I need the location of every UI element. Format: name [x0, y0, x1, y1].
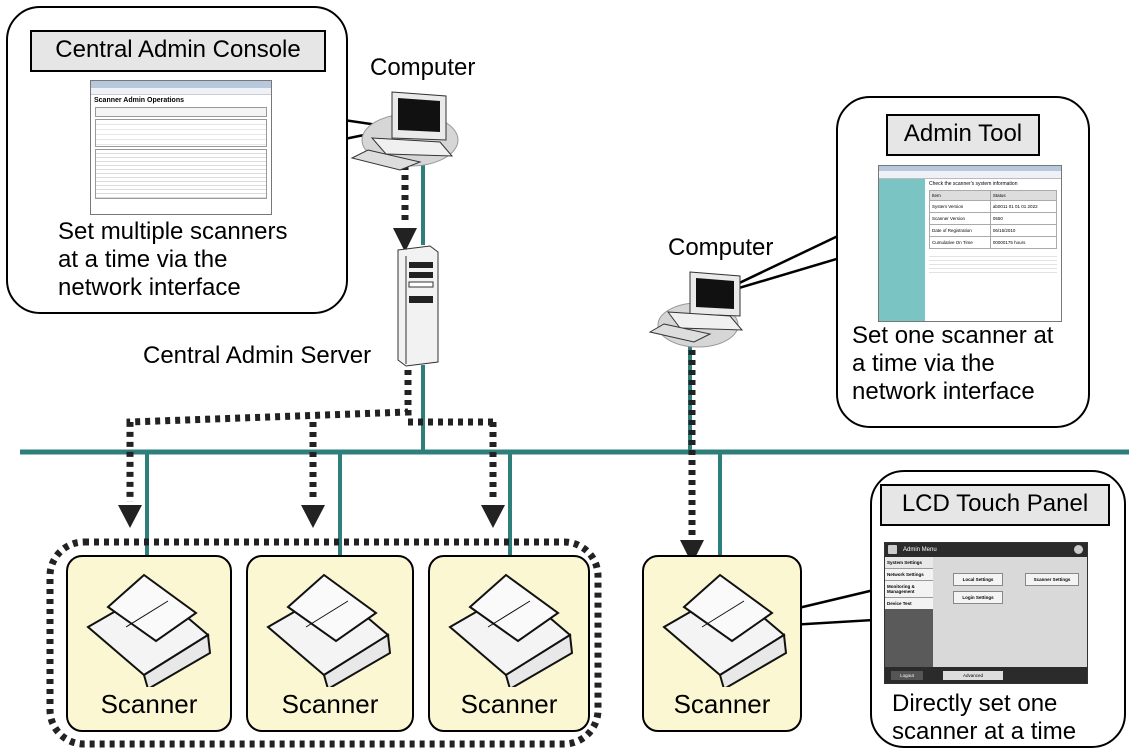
computer-right-label: Computer	[668, 234, 774, 261]
table-cell: ab0011 01 01 01 2022	[989, 200, 1058, 213]
lcd-button[interactable]: Login Settings	[953, 591, 1003, 604]
table-header: Item	[929, 190, 991, 201]
computer-left-label: Computer	[370, 54, 476, 81]
central-admin-server-label: Central Admin Server	[143, 342, 372, 369]
scanner-group-border	[46, 538, 602, 748]
scanner-icon	[266, 573, 392, 687]
table-cell: Cumulative On Time	[929, 236, 991, 249]
arrowhead-scanner-4	[680, 540, 704, 564]
lcd-home-icon	[888, 545, 897, 554]
caption-line: at a time via the	[58, 246, 228, 273]
lcd-side-item[interactable]: Device Test	[885, 598, 933, 609]
scanner-card: Scanner	[246, 555, 414, 732]
scanner-label: Scanner	[673, 689, 771, 719]
scanner-icon	[86, 573, 212, 687]
caption-line: network interface	[852, 378, 1035, 405]
lcd-advanced-button[interactable]: Advanced	[943, 671, 1003, 680]
arrow-server-to-scanners	[126, 360, 412, 502]
scanner-label: Scanner	[460, 689, 558, 719]
lcd-side-item[interactable]: Monitoring & Management	[885, 581, 933, 598]
arrowhead-server	[393, 228, 417, 252]
arrowhead-scanner-1	[118, 505, 142, 528]
lcd-logout-button[interactable]: Logout	[891, 671, 923, 680]
table-cell: 00000175 hours	[989, 236, 1058, 249]
central-console-screenshot: Scanner Admin Operations	[90, 80, 272, 215]
lcd-help-icon	[1074, 545, 1083, 554]
table-cell: 06/15/2010	[989, 224, 1058, 237]
central-console-caption: Set multiple scanners at a time via the …	[58, 218, 287, 302]
admin-tool-title: Admin Tool	[886, 114, 1040, 156]
scanner-card: Scanner	[642, 555, 802, 732]
caption-line: Directly set one	[892, 690, 1058, 717]
lcd-panel-title: LCD Touch Panel	[880, 484, 1110, 526]
caption-line: Set one scanner at	[852, 322, 1054, 349]
console-screen-heading: Scanner Admin Operations	[94, 97, 184, 104]
table-cell: Date of Registration	[929, 224, 991, 237]
lcd-side-item[interactable]: System Settings	[885, 557, 933, 569]
caption-line: network interface	[58, 274, 241, 301]
lcd-button[interactable]: Scanner Settings	[1025, 573, 1079, 586]
table-cell: System Version	[929, 200, 991, 213]
arrowhead-scanner-2	[301, 505, 325, 528]
scanner-card: Scanner	[428, 555, 590, 732]
admin-tool-screen-heading: Check the scanner's system information	[929, 181, 1018, 187]
lcd-side-item[interactable]: Network Settings	[885, 569, 933, 581]
caption-line: a time via the	[852, 350, 995, 377]
lcd-menu-title: Admin Menu	[903, 547, 937, 553]
lcd-header-bar: Admin Menu	[885, 543, 1087, 557]
table-cell: 0550	[989, 212, 1058, 225]
scanner-icon	[662, 573, 788, 687]
caption-line: scanner at a time	[892, 718, 1077, 745]
table-header: Status	[989, 190, 1058, 201]
caption-line: Set multiple scanners	[58, 218, 288, 245]
scanner-card: Scanner	[66, 555, 232, 732]
admin-tool-caption: Set one scanner at a time via the networ…	[852, 322, 1053, 406]
scanner-icon	[448, 573, 574, 687]
lcd-panel-screenshot: Admin Menu System Settings Network Setti…	[884, 542, 1088, 684]
lcd-sidebar: System Settings Network Settings Monitor…	[885, 557, 933, 667]
admin-tool-screenshot: Check the scanner's system information I…	[878, 165, 1062, 322]
admin-tool-sidebar	[879, 179, 925, 321]
scanner-label: Scanner	[281, 689, 379, 719]
lcd-button[interactable]: Local Settings	[953, 573, 1003, 586]
table-cell: Scanner Version	[929, 212, 991, 225]
arrowhead-scanner-3	[481, 505, 505, 528]
scanner-label: Scanner	[100, 689, 198, 719]
central-console-title: Central Admin Console	[30, 30, 326, 72]
lcd-panel-caption: Directly set one scanner at a time	[892, 690, 1076, 746]
